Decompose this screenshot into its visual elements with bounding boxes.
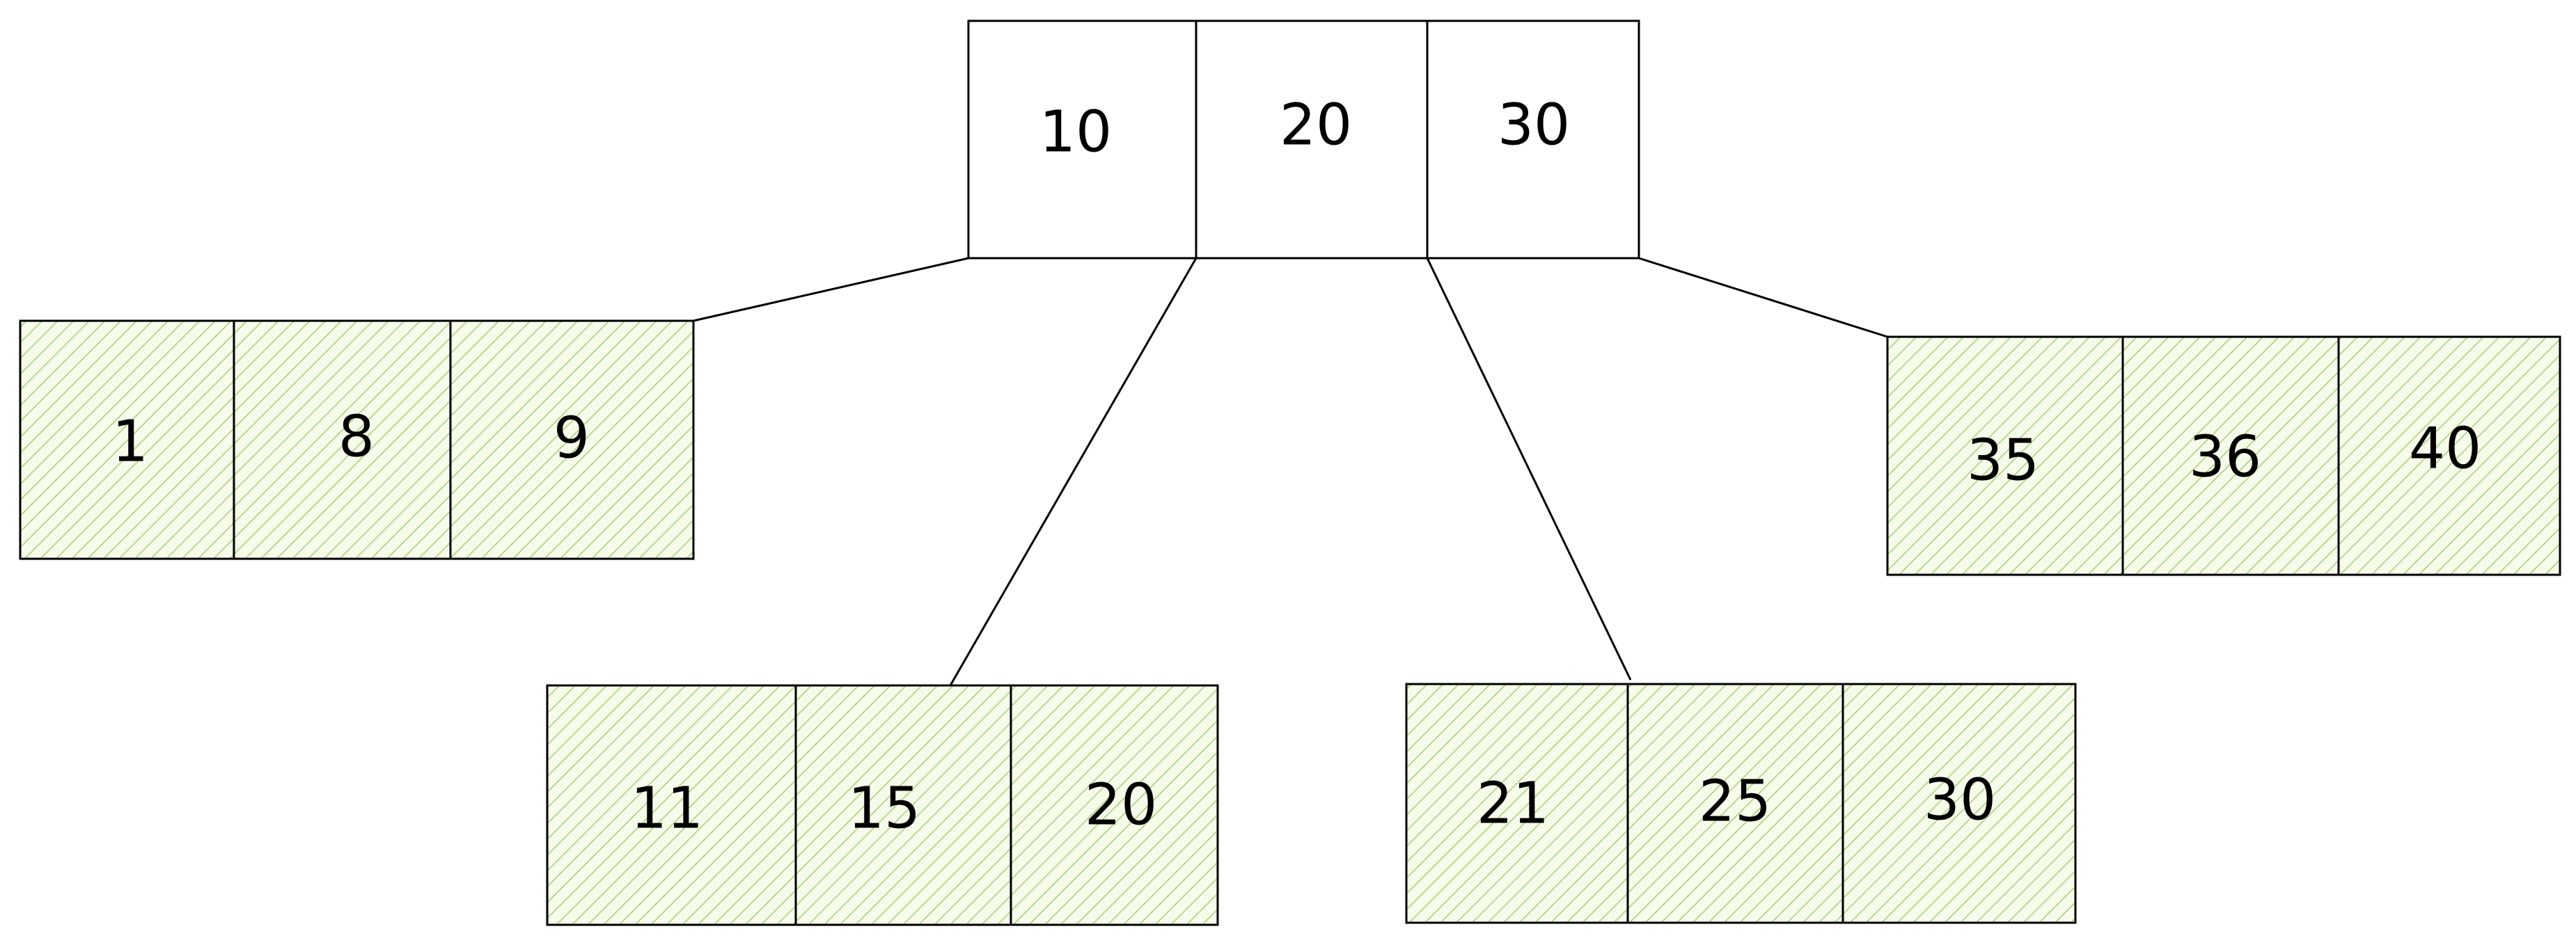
leaf-key-cell: 20 [1010,684,1219,926]
leaf-key-cell: 35 [1886,335,2124,576]
root-key-cell: 30 [1426,19,1640,260]
root-key: 10 [1039,100,1112,166]
leaf-key: 8 [338,404,375,470]
leaf-key-cell: 8 [233,319,452,560]
root-key: 30 [1498,93,1570,159]
leaf-key-cell: 9 [449,319,695,560]
leaf-key-cell: 30 [1841,683,2077,924]
leaf-key: 20 [1085,772,1157,839]
leaf-node: 21 25 30 [1405,683,2077,924]
edge-root-to-leaf-1 [693,257,969,322]
edge-root-to-leaf-2 [949,257,1197,686]
leaf-key-cell: 40 [2337,335,2561,576]
leaf-key: 11 [631,776,703,842]
leaf-key: 25 [1699,769,1771,835]
leaf-key: 1 [112,409,148,475]
tree-edges [693,257,1888,686]
leaf-key: 40 [2409,416,2481,482]
root-key-cell: 20 [1195,19,1429,260]
leaf-node: 1 8 9 [19,319,695,560]
leaf-node: 11 15 20 [546,684,1219,926]
leaf-key: 35 [1967,428,2039,494]
leaf-key-cell: 21 [1405,683,1629,924]
edge-root-to-leaf-4 [1638,257,1888,338]
leaf-node: 35 36 40 [1886,335,2561,576]
leaf-key: 36 [2189,424,2261,491]
leaf-key-cell: 1 [19,319,235,560]
root-key: 20 [1280,93,1352,159]
root-node: 10 20 30 [967,19,1640,260]
leaf-key-cell: 15 [794,684,1012,926]
leaf-key: 9 [553,406,590,472]
leaf-key: 15 [848,776,920,842]
edge-root-to-leaf-3 [1426,257,1632,681]
root-key-cell: 10 [967,19,1197,260]
leaf-key-cell: 36 [2121,335,2340,576]
leaf-key: 30 [1924,768,1996,834]
leaf-key-cell: 11 [546,684,797,926]
leaf-key: 21 [1477,771,1549,837]
leaf-key-cell: 25 [1626,683,1844,924]
